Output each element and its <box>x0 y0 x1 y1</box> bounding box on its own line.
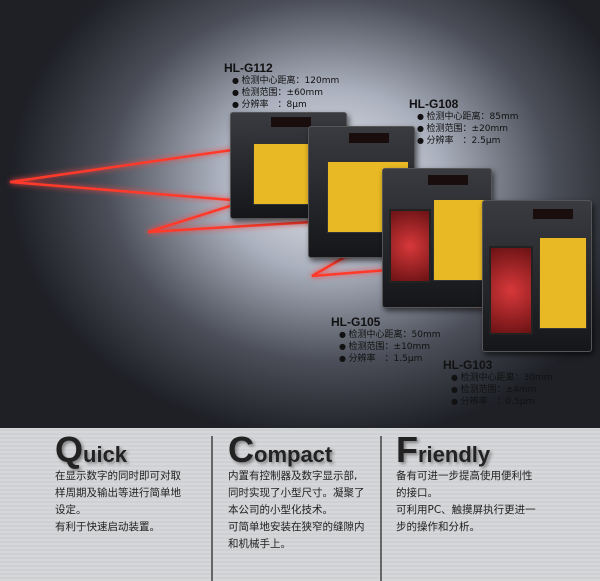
feature-compact: Compact 内置有控制器及数字显示部, 同时实现了小型尺寸。凝聚了 本公司的… <box>228 429 365 551</box>
divider <box>380 436 382 581</box>
spec-hl-g112: HL-G112 检测中心距离：120mm 检测范围：±60mm 分辨率 ：8μm <box>224 62 339 111</box>
spec-hl-g105: HL-G105 检测中心距离：50mm 检测范围：±10mm 分辨率 ：1.5μ… <box>331 316 441 365</box>
laser-beam-g112 <box>9 148 233 202</box>
sensor-hl-g103 <box>482 200 592 352</box>
sensor-hl-g105 <box>382 168 492 308</box>
features-panel: Quick 在显示数字的同时即可对取 样周期及输出等进行简单地 设定。 有利于快… <box>0 428 600 581</box>
spec-hl-g108: HL-G108 检测中心距离：85mm 检测范围：±20mm 分辨率 ：2.5μ… <box>409 98 519 147</box>
feature-friendly: Friendly 备有可进一步提高使用便利性 的接口。 可利用PC、触摸屏执行更… <box>396 429 536 534</box>
spec-hl-g103: HL-G103 检测中心距离：30mm 检测范围：±4mm 分辨率 ：0.5μm <box>443 359 553 408</box>
divider <box>211 436 213 581</box>
feature-quick: Quick 在显示数字的同时即可对取 样周期及输出等进行简单地 设定。 有利于快… <box>55 429 181 534</box>
